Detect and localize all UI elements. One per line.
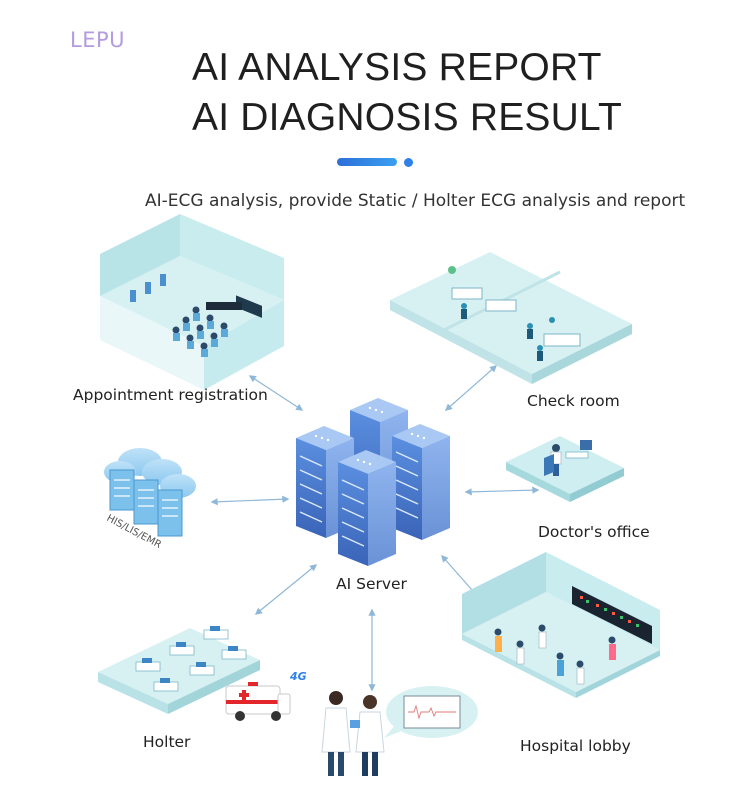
node-label-hospital-lobby: Hospital lobby [520, 737, 631, 755]
arrow-holter [254, 564, 318, 615]
node-label-check-room: Check room [527, 392, 620, 410]
node-label-appointment: Appointment registration [73, 386, 268, 404]
appointment-room-illustration [100, 214, 284, 390]
node-label-holter: Holter [143, 733, 191, 751]
page-title-line2: AI DIAGNOSIS RESULT [192, 96, 623, 139]
network-badge-4g: 4G [289, 670, 307, 683]
title-divider-bar [337, 158, 397, 166]
check-room-illustration [390, 252, 632, 384]
arrow-his [210, 495, 290, 506]
connection-arrows [210, 365, 540, 692]
holter-illustration [98, 626, 260, 714]
doctors-office-illustration [506, 436, 624, 502]
node-label-doctors-office: Doctor's office [538, 523, 650, 541]
page-title-line1: AI ANALYSIS REPORT [192, 46, 602, 89]
hospital-lobby-illustration [462, 552, 660, 698]
brand-logo-text: LEPU [70, 28, 126, 52]
arrow-check-room [444, 365, 498, 411]
his-lis-emr-illustration: HIS/LIS/EMR [104, 448, 196, 551]
page-subtitle: AI-ECG analysis, provide Static / Holter… [145, 191, 686, 211]
title-divider-dot [404, 158, 413, 167]
arrow-appointment [248, 375, 304, 411]
node-label-ai-server: AI Server [336, 575, 407, 593]
ambulance-illustration: 4G [225, 670, 307, 721]
arrow-doctors-office [464, 486, 540, 496]
ai-server-illustration [296, 398, 450, 566]
doctors-illustration [321, 686, 478, 776]
